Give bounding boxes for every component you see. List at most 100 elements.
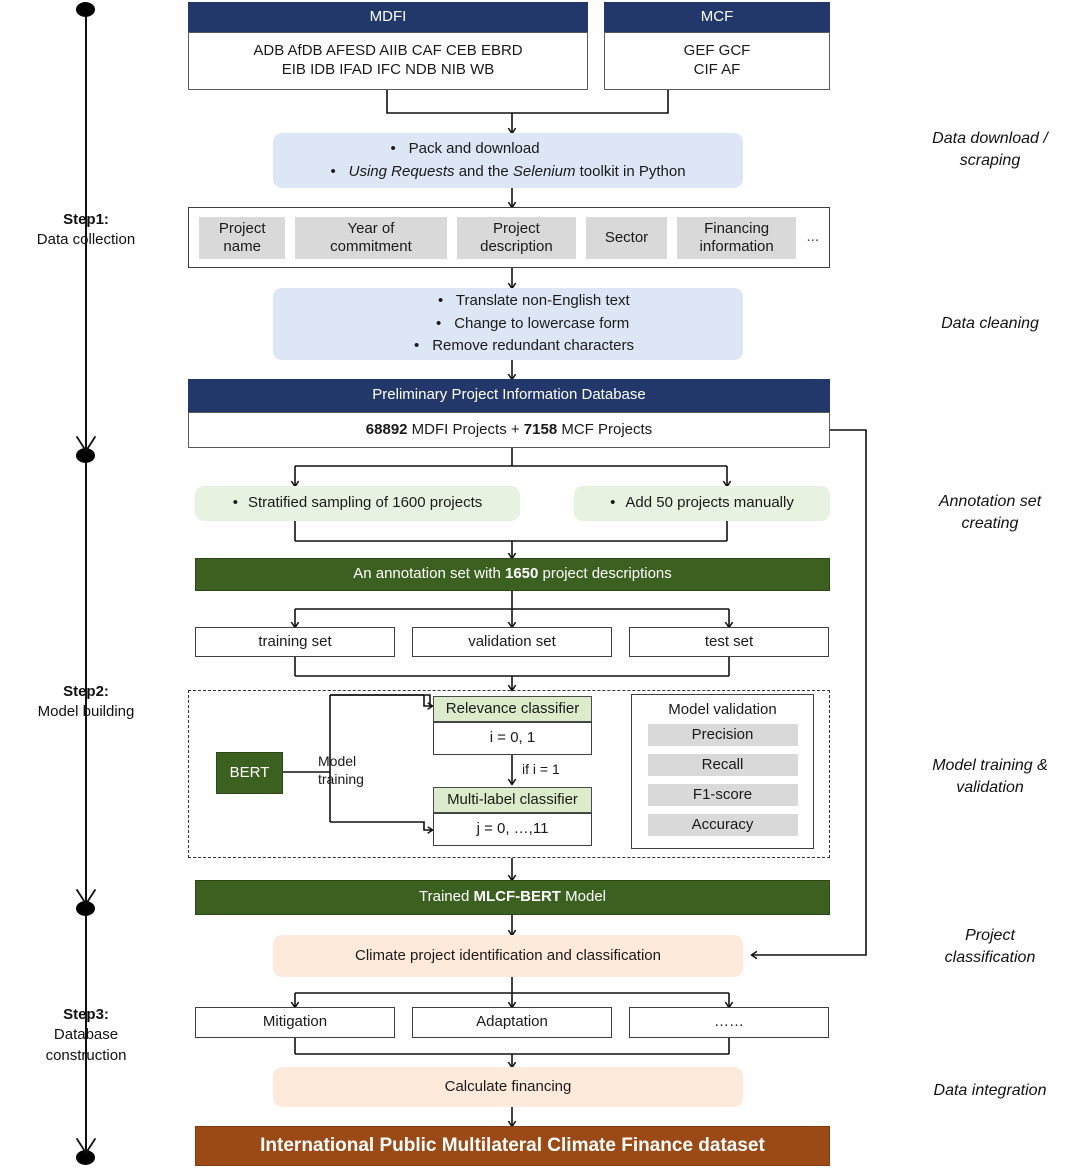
mcf-body: GEF GCF CIF AF xyxy=(604,32,830,90)
multilabel-classifier-value: j = 0, …,11 xyxy=(476,820,549,838)
mcf-project-count: 7158 xyxy=(523,420,558,438)
download-bullets: • Pack and download • Using Requests and… xyxy=(330,138,685,183)
cleaning-step-box: • Translate non-English text • Change to… xyxy=(273,288,743,360)
relevance-classifier-body: i = 0, 1 xyxy=(433,722,592,755)
model-training-label: Model training xyxy=(318,753,364,787)
step1-title: Step1: xyxy=(63,211,109,228)
trained-model-box: Trained MLCF-BERT Model xyxy=(195,880,830,915)
note-model-training: Model training & validation xyxy=(932,757,1048,796)
mcf-header-label: MCF xyxy=(700,7,734,25)
relevance-classifier-value: i = 0, 1 xyxy=(489,729,536,747)
relevance-classifier-header: Relevance classifier xyxy=(433,696,592,722)
mdfi-header-label: MDFI xyxy=(369,7,407,25)
relevance-condition-label: if i = 1 xyxy=(522,761,560,777)
category-other-label: …… xyxy=(714,1013,744,1031)
model-validation-title: Model validation xyxy=(668,701,777,718)
step-label-step2: Step2: Model building xyxy=(0,682,172,723)
fields-container: Project name Year of commitment Project … xyxy=(188,207,830,268)
download-bullet-2-em: Selenium xyxy=(512,162,576,180)
download-step-box: • Pack and download • Using Requests and… xyxy=(273,133,743,188)
mdfi-line-2: EIB IDB IFAD IFC NDB NIB WB xyxy=(281,61,495,78)
cleaning-bullet-1-label: Translate non-English text xyxy=(455,292,630,310)
metric-precision: Precision xyxy=(647,724,798,746)
timeline-axis xyxy=(85,10,87,1158)
manual-add-label: Add 50 projects manually xyxy=(625,494,794,512)
mdfi-header: MDFI xyxy=(188,2,588,32)
timeline-dot-step2 xyxy=(76,901,95,916)
bullet-dot-icon: • xyxy=(610,494,616,512)
metric-f1-score: F1-score xyxy=(647,784,798,806)
note-annotation-set: Annotation set creating xyxy=(938,493,1042,532)
bullet-dot-icon: • xyxy=(390,140,396,157)
download-bullet-2-mid: and the xyxy=(454,162,513,180)
annotation-set-label: An annotation set with 1650 project desc… xyxy=(353,565,672,584)
bullet-dot-icon: • xyxy=(414,337,420,355)
download-bullet-1-label: Pack and download xyxy=(408,140,540,157)
step-label-step3: Step3: Database construction xyxy=(0,1005,172,1066)
download-bullet-2-pre: Using Requests xyxy=(348,162,455,180)
timeline-dot-step3 xyxy=(76,1150,95,1165)
field-financing-information: Financing information xyxy=(676,216,797,259)
note-project-classification: Project classification xyxy=(944,927,1036,966)
step1-subtitle: Data collection xyxy=(36,231,136,249)
step3-subtitle: Database construction xyxy=(45,1026,127,1064)
test-set-box: test set xyxy=(629,627,829,657)
cleaning-bullet-2: • Change to lowercase form xyxy=(382,313,634,336)
metric-recall: Recall xyxy=(647,754,798,776)
climate-classification-label: Climate project identification and class… xyxy=(355,946,661,964)
note-data-integration: Data integration xyxy=(933,1082,1047,1099)
fields-ellipsis: ... xyxy=(806,228,819,246)
field-year-of-commitment: Year of commitment xyxy=(295,216,447,259)
category-adaptation-label: Adaptation xyxy=(476,1013,548,1031)
validation-set-label: validation set xyxy=(468,632,556,650)
step2-subtitle: Model building xyxy=(37,703,135,721)
relevance-classifier-label: Relevance classifier xyxy=(445,699,580,717)
database-header: Preliminary Project Information Database xyxy=(188,379,830,412)
cleaning-bullet-3: • Remove redundant characters xyxy=(382,335,634,358)
step-label-step1: Step1: Data collection xyxy=(0,210,172,251)
database-counts: 68892 MDFI Projects + 7158 MCF Projects xyxy=(366,421,652,440)
timeline-dot-step1 xyxy=(76,448,95,463)
mcf-header: MCF xyxy=(604,2,830,32)
bullet-dot-icon: • xyxy=(436,314,442,332)
annotation-set-box: An annotation set with 1650 project desc… xyxy=(195,558,830,591)
test-set-label: test set xyxy=(704,632,754,650)
validation-set-box: validation set xyxy=(412,627,612,657)
note-data-cleaning: Data cleaning xyxy=(941,315,1039,332)
bullet-dot-icon: • xyxy=(232,494,238,512)
stratified-sampling-label: Stratified sampling of 1600 projects xyxy=(247,494,483,512)
calculate-financing-label: Calculate financing xyxy=(444,1077,572,1095)
note-data-download: Data download / scraping xyxy=(932,130,1048,169)
annotation-result-count: 1650 xyxy=(504,565,539,583)
download-bullet-2: • Using Requests and the Selenium toolki… xyxy=(330,161,685,184)
cleaning-bullet-1: • Translate non-English text xyxy=(382,290,634,313)
training-set-box: training set xyxy=(195,627,395,657)
mdfi-project-label: MDFI Projects + xyxy=(407,420,524,438)
model-training-region xyxy=(188,690,830,858)
mdfi-body: ADB AfDB AFESD AIIB CAF CEB EBRD EIB IDB… xyxy=(188,32,588,90)
annotation-result-post: project descriptions xyxy=(538,565,672,583)
category-adaptation: Adaptation xyxy=(412,1007,612,1038)
step2-title: Step2: xyxy=(63,683,109,700)
field-project-description: Project description xyxy=(456,216,577,259)
category-mitigation-label: Mitigation xyxy=(262,1013,328,1031)
final-dataset-box: International Public Multilateral Climat… xyxy=(195,1126,830,1166)
model-validation-panel: Model validation Precision Recall F1-sco… xyxy=(631,694,814,849)
mcf-line-2: CIF AF xyxy=(693,61,741,78)
category-other: …… xyxy=(629,1007,829,1038)
bert-box: BERT xyxy=(216,752,283,794)
final-dataset-label: International Public Multilateral Climat… xyxy=(260,1135,765,1157)
metric-accuracy: Accuracy xyxy=(647,814,798,836)
database-header-label: Preliminary Project Information Database xyxy=(372,386,646,404)
cleaning-bullets: • Translate non-English text • Change to… xyxy=(382,290,634,358)
bullet-dot-icon: • xyxy=(330,162,336,180)
manual-add-box: • Add 50 projects manually xyxy=(574,486,830,521)
calculate-financing-box: Calculate financing xyxy=(273,1067,743,1107)
mdfi-project-count: 68892 xyxy=(365,420,408,438)
climate-classification-box: Climate project identification and class… xyxy=(273,935,743,977)
step3-title: Step3: xyxy=(63,1006,109,1023)
annotation-result-pre: An annotation set with xyxy=(353,565,505,583)
download-bullet-1: • Pack and download xyxy=(330,138,685,161)
trained-pre: Trained xyxy=(419,888,474,906)
